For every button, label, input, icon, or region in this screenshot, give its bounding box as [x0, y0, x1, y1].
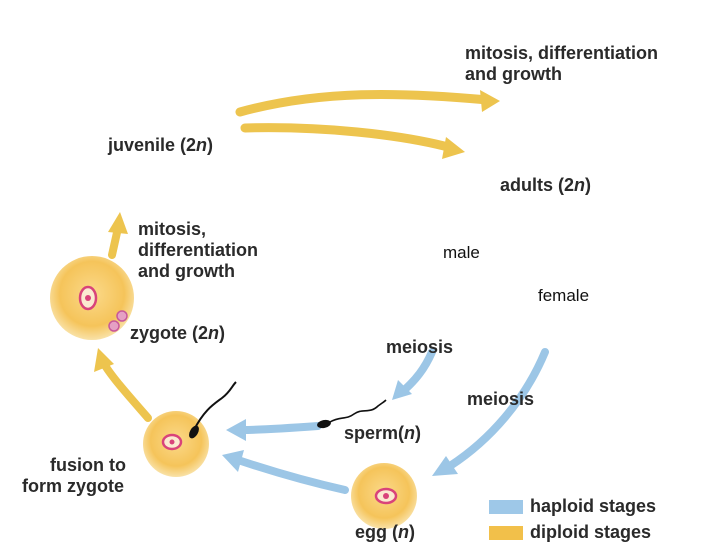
- polar-body: [109, 321, 119, 331]
- left-process-line3: and growth: [138, 261, 258, 282]
- legend-swatch-haploid: [489, 500, 523, 514]
- meiosis-male-label: meiosis: [386, 337, 453, 358]
- adults-label: adults (2n): [500, 175, 591, 196]
- female-label: female: [538, 285, 589, 306]
- arrowhead-egg-to-fusion: [222, 450, 244, 472]
- sperm-label: sperm(n): [344, 423, 421, 444]
- top-process-label: mitosis, differentiation and growth: [465, 43, 658, 85]
- fusion-cell: [143, 382, 236, 477]
- left-process-line2: differentiation: [138, 240, 258, 261]
- fusion-line1: fusion to: [20, 455, 126, 476]
- meiosis-female-label: meiosis: [467, 389, 534, 410]
- arrow-egg-to-fusion: [238, 460, 345, 490]
- arrow-juvenile-to-top: [240, 94, 488, 112]
- egg-cell: [351, 463, 417, 529]
- left-process-label: mitosis, differentiation and growth: [138, 219, 258, 282]
- arrow-fusion-to-zygote: [103, 362, 148, 418]
- male-label: male: [443, 242, 480, 263]
- top-process-line1: mitosis, differentiation: [465, 43, 658, 64]
- fusion-label: fusion to form zygote: [20, 455, 126, 497]
- left-process-line1: mitosis,: [138, 219, 258, 240]
- zygote-label: zygote (2n): [130, 323, 225, 344]
- arrowhead-juvenile-to-adults: [442, 137, 465, 159]
- legend-swatch-diploid: [489, 526, 523, 540]
- fusion-line2: form zygote: [20, 476, 126, 497]
- arrow-juvenile-to-adults: [245, 128, 452, 148]
- arrow-male-meiosis: [402, 352, 432, 392]
- top-process-line2: and growth: [465, 64, 658, 85]
- legend-label-haploid: haploid stages: [530, 496, 656, 517]
- polar-body: [117, 311, 127, 321]
- arrowhead-zygote-to-juvenile: [108, 212, 128, 234]
- arrowhead-juvenile-to-top: [480, 90, 500, 112]
- arrow-sperm-to-fusion: [242, 426, 318, 430]
- arrowhead-sperm-to-fusion: [226, 419, 246, 441]
- juvenile-label: juvenile (2n): [108, 135, 213, 156]
- zygote-cell: [50, 256, 134, 340]
